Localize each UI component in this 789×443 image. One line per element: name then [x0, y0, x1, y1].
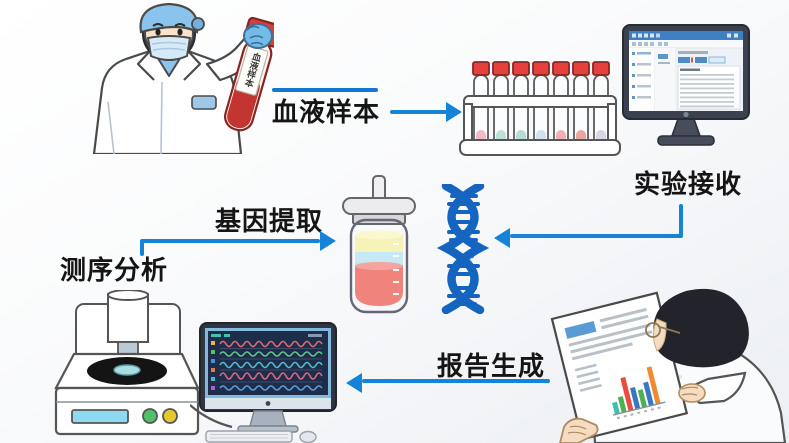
lims-monitor — [622, 24, 750, 146]
report-title-block — [564, 320, 597, 339]
arrow-receive-to-dna-head — [494, 228, 510, 248]
label-lab-receive: 实验接收 — [634, 169, 743, 199]
vial-glass — [349, 218, 409, 314]
badge — [191, 95, 217, 110]
label-gene-extraction: 基因提取 — [215, 206, 324, 236]
lims-main-panel — [677, 51, 741, 110]
nurse-head — [139, 2, 205, 61]
lims-screen — [629, 31, 743, 111]
arrow-report-head — [346, 373, 362, 393]
keyboard — [205, 430, 293, 443]
arrow-blood-to-rack-head — [446, 102, 462, 122]
arrow-receive-to-dna-shaft — [510, 234, 683, 238]
lims-sidebar — [632, 52, 651, 99]
machine-button-yellow — [162, 408, 178, 424]
nurse-figure: 血液样本 — [92, 2, 274, 154]
reader-head — [645, 288, 749, 368]
cable — [190, 404, 233, 429]
reader-right-hand — [678, 371, 747, 405]
sequencer-machine — [54, 290, 200, 436]
vial-lid — [342, 197, 416, 215]
reader-left-hand — [559, 417, 599, 443]
gloved-hand — [243, 23, 273, 49]
label-blood-sample: 血液样本 — [272, 97, 381, 127]
sample-vial — [342, 175, 416, 314]
blood-sample-overline — [272, 88, 378, 92]
arrow-report-shaft — [362, 379, 550, 383]
machine-display — [71, 409, 129, 424]
rack-frame — [459, 95, 621, 156]
mouse — [299, 430, 317, 443]
rack-tubes — [472, 61, 610, 148]
report-reader-figure — [550, 288, 787, 443]
dna-helix-icon — [436, 184, 490, 314]
label-report: 报告生成 — [437, 351, 546, 381]
glasses — [645, 322, 661, 338]
arrow-extract-head — [320, 231, 336, 251]
test-tube-rack — [459, 61, 621, 156]
vial-liquid — [355, 230, 403, 306]
nurse-body — [92, 26, 272, 154]
arrow-extract-vert — [140, 241, 144, 256]
arrow-receive-to-dna-vert — [679, 204, 683, 236]
analysis-computer — [190, 322, 337, 443]
machine-button-green — [142, 408, 158, 424]
arrow-blood-to-rack-shaft — [390, 110, 448, 114]
report-bar-chart — [612, 366, 666, 420]
arrow-extract-shaft — [140, 239, 320, 243]
label-sequencing: 测序分析 — [60, 255, 169, 285]
report-paper — [550, 291, 689, 441]
surgical-cap — [139, 2, 199, 34]
waveform-screen — [211, 334, 323, 391]
